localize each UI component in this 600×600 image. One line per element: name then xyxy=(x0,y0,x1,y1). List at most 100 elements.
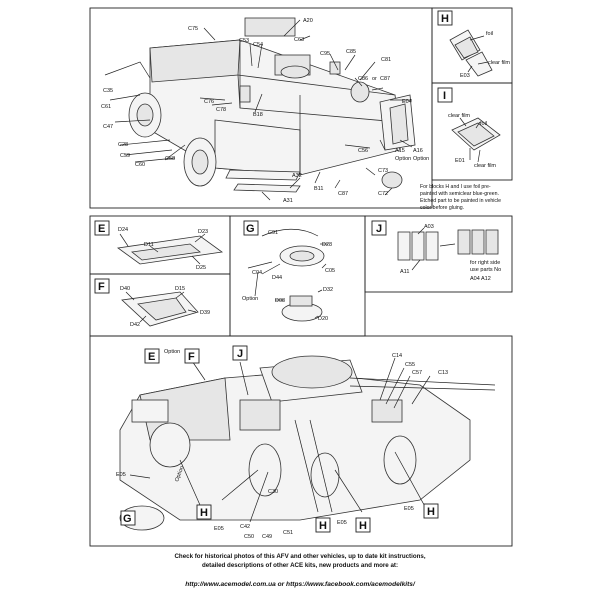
label-c87: C87 xyxy=(380,76,390,82)
badge-g: G xyxy=(246,223,255,235)
g-d08: D08 xyxy=(275,298,285,304)
bottom-option-1: Option xyxy=(164,349,180,355)
bottom-e05-d: E05 xyxy=(404,506,414,512)
f-d40: D40 xyxy=(120,286,130,292)
footer-line-2: detailed descriptions of other ACE kits,… xyxy=(201,562,399,569)
label-c76: C76 xyxy=(204,99,214,105)
label-or: or xyxy=(372,76,377,82)
label-c75: C75 xyxy=(188,26,198,32)
e-d23: D23 xyxy=(198,229,208,235)
box-e-content: D24 D23 D11 D25 xyxy=(116,227,224,271)
label-c85: C85 xyxy=(346,49,356,55)
box-f-content: D40 D15 D39 D42 xyxy=(120,286,210,328)
i-clear-film-1: clear film xyxy=(448,113,470,119)
label-c54: C54 xyxy=(253,42,263,48)
g-c04: C04 xyxy=(252,270,262,276)
label-a32: A32 xyxy=(292,173,302,179)
label-c56: C56 xyxy=(358,148,368,154)
panel-frames xyxy=(89,7,513,547)
label-c72: C72 xyxy=(378,191,388,197)
label-c78: C78 xyxy=(216,107,226,113)
e-d24: D24 xyxy=(118,227,128,233)
footer-line-1: Check for historical photos of this AFV … xyxy=(174,553,426,560)
bottom-badge-f: F xyxy=(188,351,195,363)
bottom-c49: C49 xyxy=(262,534,272,540)
e-d11: D11 xyxy=(144,242,154,248)
g-c05: C05 xyxy=(325,268,335,274)
bottom-assembly-frame xyxy=(89,335,513,547)
bottom-e05-c: E05 xyxy=(337,520,347,526)
bottom-badge-g: G xyxy=(123,513,132,525)
bottom-c57: C57 xyxy=(412,370,422,376)
bottom-c55: C55 xyxy=(405,362,415,368)
label-c61: C61 xyxy=(101,104,111,110)
g-c91: C91 xyxy=(268,230,278,236)
label-c63: C63 xyxy=(294,37,304,43)
label-c53: C53 xyxy=(239,38,249,44)
label-b11: B11 xyxy=(314,186,323,192)
g-d44: D44 xyxy=(272,275,282,281)
e-d25: D25 xyxy=(196,265,206,271)
note-line-4: color before gluing. xyxy=(420,205,464,211)
bottom-c42: C42 xyxy=(240,524,250,530)
label-c87b: C87 xyxy=(338,191,348,197)
label-c35: C35 xyxy=(103,88,113,94)
i-foil: foil xyxy=(480,121,487,127)
label-a31: A31 xyxy=(283,198,293,204)
footer-line-3[interactable]: http://www.acemodel.com.ua or https://ww… xyxy=(185,581,415,588)
label-c58: C58 xyxy=(165,156,175,162)
foil-note: For blocks H and I use foil pre- painted… xyxy=(420,184,501,211)
f-d15: D15 xyxy=(175,286,185,292)
main-assembly-labels: C75 A20 C63 C53 C54 C95 C85 C81 C86 or C… xyxy=(101,18,429,204)
box-badges: H I E F G J xyxy=(94,10,453,294)
badge-h: H xyxy=(441,13,449,25)
j-a11: A11 xyxy=(400,269,409,275)
bottom-c13: C13 xyxy=(438,370,448,376)
h-e03: E03 xyxy=(460,73,470,79)
vehicle-drawing xyxy=(119,355,496,531)
f-d39: D39 xyxy=(200,310,210,316)
box-j-frame xyxy=(364,215,513,293)
g-option: Option xyxy=(242,296,258,302)
label-b18: B18 xyxy=(253,112,263,118)
bottom-e05-b: E05 xyxy=(214,526,224,532)
label-a20: A20 xyxy=(303,18,313,24)
badge-e: E xyxy=(98,223,105,235)
label-c28: C28 xyxy=(118,142,128,148)
label-option-2: Option xyxy=(413,156,429,162)
bottom-badge-h-1: H xyxy=(200,507,208,519)
box-j-content: A03 A11 for right side use parts No A04 … xyxy=(397,224,501,282)
label-a15: A15 xyxy=(395,148,405,154)
bottom-badge-h-2: H xyxy=(319,520,327,532)
label-c73: C73 xyxy=(378,168,388,174)
box-i-frame xyxy=(431,82,513,181)
label-option: Option xyxy=(395,156,411,162)
label-c95: C95 xyxy=(320,51,330,57)
bottom-c30: C30 xyxy=(268,489,278,495)
g-d28: D28 xyxy=(322,242,332,248)
note-line-1: For blocks H and I use foil pre- xyxy=(420,184,491,190)
box-h-content: foil clear film E03 xyxy=(449,29,510,79)
bottom-c50: C50 xyxy=(244,534,254,540)
note-line-2: painted with semiclear blue-green. xyxy=(420,191,499,197)
g-d32: D32 xyxy=(323,287,333,293)
bottom-c14: C14 xyxy=(392,353,402,359)
label-a16: A16 xyxy=(413,148,423,154)
label-e04: E04 xyxy=(402,99,412,105)
box-i-content: clear film foil E01 clear film xyxy=(448,113,501,169)
g-d20: D20 xyxy=(318,316,328,322)
bottom-option-2: Option xyxy=(174,465,185,482)
badge-f: F xyxy=(98,281,105,293)
bottom-badge-j: J xyxy=(237,348,243,360)
j-right-side-1: for right side xyxy=(470,260,500,266)
bottom-badge-h-3: H xyxy=(359,520,367,532)
label-c59: C59 xyxy=(120,153,130,159)
i-clear-film-2: clear film xyxy=(474,163,496,169)
bottom-badge-e: E xyxy=(148,351,155,363)
i-e01: E01 xyxy=(455,158,465,164)
bottom-c51: C51 xyxy=(283,530,293,536)
label-c81: C81 xyxy=(381,57,391,63)
h-foil: foil xyxy=(486,31,493,37)
bottom-e05-a: E05 xyxy=(116,472,126,478)
